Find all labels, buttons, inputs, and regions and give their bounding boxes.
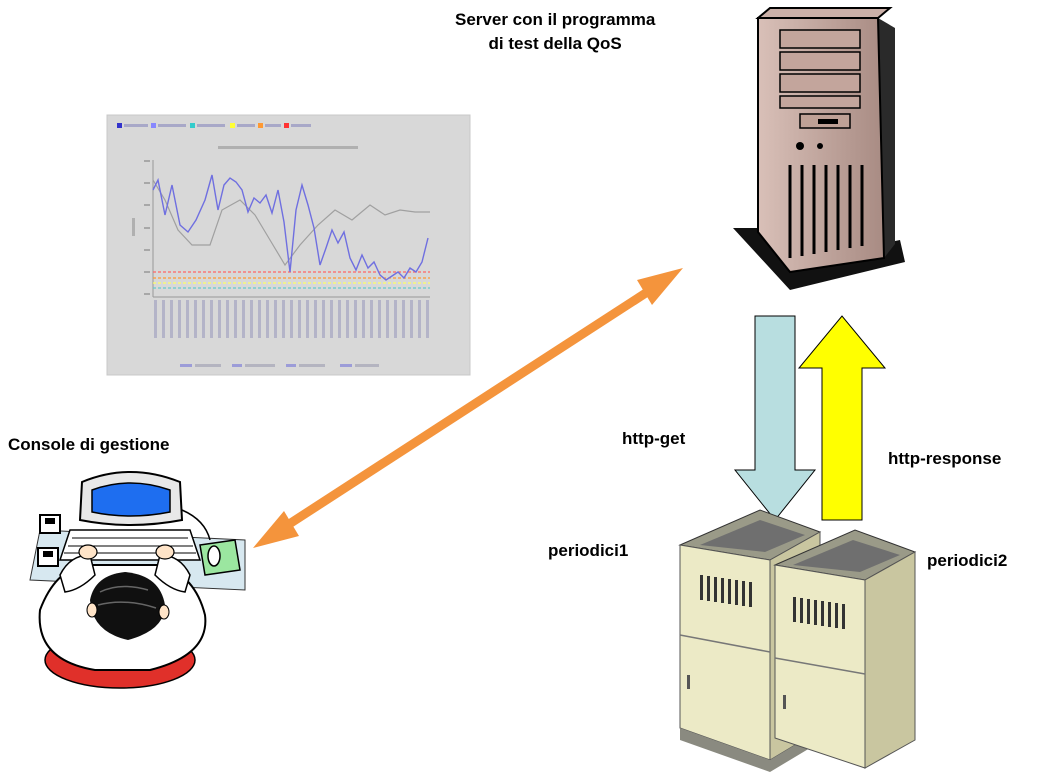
- http-get-label: http-get: [622, 429, 686, 448]
- chart-legend: [117, 123, 311, 128]
- operator-at-workstation-icon: [29, 471, 246, 689]
- tower-server-icon: [733, 7, 905, 290]
- qos-chart-thumbnail: [106, 114, 471, 376]
- periodici2-cabinet: [773, 529, 917, 769]
- bidirectional-arrow: [253, 268, 683, 548]
- periodici2-label: periodici2: [927, 551, 1008, 570]
- chart-title-mark: [218, 146, 358, 149]
- http-get-arrow: [733, 315, 817, 521]
- periodici1-label: periodici1: [548, 541, 629, 560]
- http-response-label: http-response: [888, 449, 1002, 468]
- rack-server-pair-icon: [678, 509, 917, 772]
- server-label: Server con il programma di test della Qo…: [455, 8, 655, 56]
- http-response-arrow: [797, 315, 887, 521]
- server-label-line2: di test della QoS: [488, 34, 622, 53]
- server-label-line1: Server con il programma: [455, 10, 656, 29]
- console-label: Console di gestione: [8, 435, 170, 454]
